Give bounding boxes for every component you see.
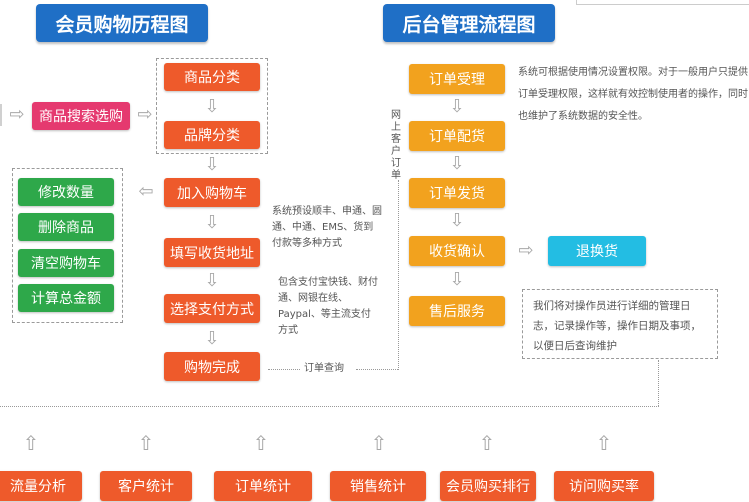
category-group-frame <box>156 58 268 154</box>
receipt-confirm-box: 收货确认 <box>409 236 505 266</box>
order-picking-box: 订单配货 <box>409 121 505 151</box>
visit-purchase-rate-box: 访问购买率 <box>554 471 654 501</box>
arrow-up-icon: ⇧ <box>22 431 40 455</box>
arrow-up-icon: ⇧ <box>595 431 613 455</box>
sales-stats-box: 销售统计 <box>330 471 426 501</box>
arrow-down-icon: ⇩ <box>204 328 220 349</box>
add-to-cart-box: 加入购物车 <box>164 178 260 207</box>
traffic-analysis-box: 流量分析 <box>0 471 82 501</box>
shipping-methods-note: 系统预设顺丰、申通、圆通、中通、EMS、货到付款等多种方式 <box>272 206 382 249</box>
purchase-complete-box: 购物完成 <box>164 352 260 381</box>
center-connector-line <box>398 180 399 370</box>
arrow-down-icon: ⇩ <box>449 153 465 174</box>
product-search-box: 商品搜索选购 <box>32 102 130 130</box>
arrow-right-icon: ⇨ <box>9 104 25 125</box>
customer-stats-box: 客户统计 <box>100 471 192 501</box>
order-stats-box: 订单统计 <box>214 471 312 501</box>
after-sales-box: 售后服务 <box>409 296 505 326</box>
arrow-down-icon: ⇩ <box>204 270 220 291</box>
payment-methods-note: 包含支付宝快钱、财付通、网银在线、Paypal、等主流支付方式 <box>278 277 378 336</box>
member-flow-title: 会员购物历程图 <box>36 4 208 42</box>
arrow-down-icon: ⇩ <box>204 154 220 175</box>
arrow-down-icon: ⇩ <box>204 212 220 233</box>
order-acceptance-box: 订单受理 <box>409 64 505 94</box>
calc-total-box: 计算总金额 <box>18 284 114 312</box>
online-order-label: 网上客户订单 <box>391 110 401 181</box>
order-query-line-left <box>268 369 300 370</box>
delete-product-box: 删除商品 <box>18 213 114 241</box>
arrow-up-icon: ⇧ <box>137 431 155 455</box>
admin-flow-title: 后台管理流程图 <box>383 4 555 42</box>
arrow-up-icon: ⇧ <box>478 431 496 455</box>
modify-quantity-box: 修改数量 <box>18 178 114 206</box>
fill-address-box: 填写收货地址 <box>164 238 260 267</box>
arrow-up-icon: ⇧ <box>252 431 270 455</box>
cart-ops-frame <box>12 168 123 323</box>
arrow-down-icon: ⇩ <box>449 210 465 231</box>
return-exchange-box: 退换货 <box>548 236 646 266</box>
clear-cart-box: 清空购物车 <box>18 249 114 277</box>
arrow-down-icon: ⇩ <box>449 96 465 117</box>
arrow-right-icon: ⇨ <box>137 104 153 125</box>
brand-category-box: 品牌分类 <box>164 121 260 149</box>
permission-note: 系统可根据使用情况设置权限。对于一般用户只提供订单受理权限，这样就有效控制使用者… <box>518 67 748 122</box>
bottom-connector-horizontal <box>0 406 659 407</box>
arrow-right-icon: ⇨ <box>518 240 534 261</box>
product-category-box: 商品分类 <box>164 63 260 91</box>
left-edge-line <box>0 104 2 126</box>
top-right-panel-edge <box>576 0 749 5</box>
order-query-line-right <box>356 369 398 370</box>
arrow-up-icon: ⇧ <box>370 431 388 455</box>
arrow-down-icon: ⇩ <box>449 269 465 290</box>
arrow-down-icon: ⇩ <box>204 96 220 117</box>
order-query-label: 订单查询 <box>304 363 344 374</box>
arrow-left-icon: ⇦ <box>138 181 154 202</box>
order-shipping-box: 订单发货 <box>409 178 505 208</box>
select-payment-box: 选择支付方式 <box>164 294 260 323</box>
member-purchase-ranking-box: 会员购买排行 <box>440 471 536 501</box>
log-note: 我们将对操作员进行详细的管理日志，记录操作等，操作日期及事项，以便日后查询维护 <box>522 289 718 359</box>
bottom-connector-vertical <box>658 360 659 406</box>
